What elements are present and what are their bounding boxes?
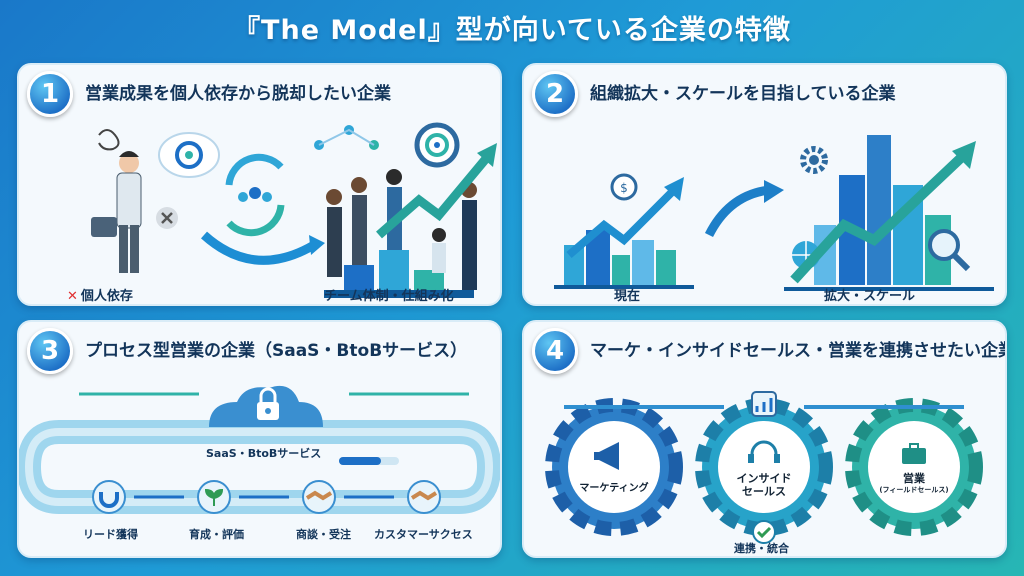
panel-2: 2 組織拡大・スケールを目指している企業 $ 現在 拡大・スケール — [522, 63, 1007, 306]
right-label: 拡大・スケール — [824, 289, 916, 304]
sprout-icon — [197, 480, 231, 514]
gear-label: 営業 — [903, 472, 925, 485]
gear-label: マーケティング — [579, 483, 649, 494]
confused-person-icon — [91, 129, 142, 273]
gear-label: インサイド セールス — [736, 472, 792, 498]
gear-icon — [695, 398, 833, 536]
magnet-icon — [92, 480, 126, 514]
handshake-icon — [302, 480, 336, 514]
growth-arrow-icon — [790, 151, 968, 284]
bottom-label: 連携・統合 — [734, 542, 789, 555]
step-label: 育成・評価 — [189, 528, 244, 541]
page-title: 『The Model』型が向いている企業の特徴 — [233, 15, 791, 46]
magnifier-icon — [928, 229, 971, 272]
transition-arrow-icon — [704, 185, 770, 238]
panel-number: 4 — [532, 328, 578, 374]
coin-icon: $ — [610, 173, 638, 201]
panel-4-illustration — [545, 391, 983, 544]
growth-arrow-icon — [376, 143, 497, 239]
panel-4: 4 マーケ・インサイドセールス・営業を連携させたい企業 マーケティング インサイ… — [522, 320, 1007, 558]
svg-text:$: $ — [620, 181, 628, 195]
step-label: カスタマーサクセス — [374, 528, 473, 541]
left-label: 現在 — [614, 289, 641, 304]
network-icon — [314, 125, 379, 150]
briefcase-icon — [902, 443, 926, 464]
panel-1-illustration — [91, 122, 497, 298]
chart-icon — [751, 391, 777, 417]
gear-sublabel: (フィールドセールス) — [879, 486, 949, 494]
panel-number: 3 — [27, 328, 73, 374]
step-label: 商談・受注 — [296, 528, 351, 541]
megaphone-icon — [594, 442, 619, 470]
panel-title: マーケ・インサイドセールス・営業を連携させたい企業 — [590, 341, 1007, 361]
check-icon — [752, 520, 776, 544]
panel-number: 1 — [27, 71, 73, 117]
left-label: ✕個人依存 — [67, 289, 133, 304]
lock-icon — [257, 387, 279, 420]
gear-icon — [800, 146, 828, 174]
right-label: チーム体制・仕組み化 — [324, 289, 454, 304]
panel-title: 営業成果を個人依存から脱却したい企業 — [85, 84, 391, 104]
panel-title: 組織拡大・スケールを目指している企業 — [590, 84, 896, 104]
thought-target-icon — [158, 132, 220, 178]
step-label: リード獲得 — [83, 528, 138, 541]
target-icon — [414, 122, 460, 168]
small-city-icon — [554, 230, 694, 289]
panel-1: 1 営業成果を個人依存から脱却したい企業 — [17, 63, 502, 306]
handshake-icon — [407, 480, 441, 514]
panel-number: 2 — [532, 71, 578, 117]
flow-arrow-icon — [200, 231, 317, 265]
panel-3-illustration — [19, 385, 500, 514]
gear-icon — [845, 398, 983, 536]
close-icon — [156, 207, 178, 229]
progress-bar-icon — [339, 457, 399, 465]
panel-2-illustration: $ — [554, 135, 994, 291]
panel-title: プロセス型営業の企業（SaaS・BtoBサービス） — [85, 341, 468, 361]
panel-3: 3 プロセス型営業の企業（SaaS・BtoBサービス） SaaS・BtoBサービ… — [17, 320, 502, 558]
cross-mark-icon: ✕ — [67, 289, 78, 304]
cloud-label: SaaS・BtoBサービス — [206, 447, 322, 460]
team-icon — [324, 169, 477, 298]
headset-icon — [748, 440, 780, 463]
team-cycle-icon — [225, 153, 285, 237]
